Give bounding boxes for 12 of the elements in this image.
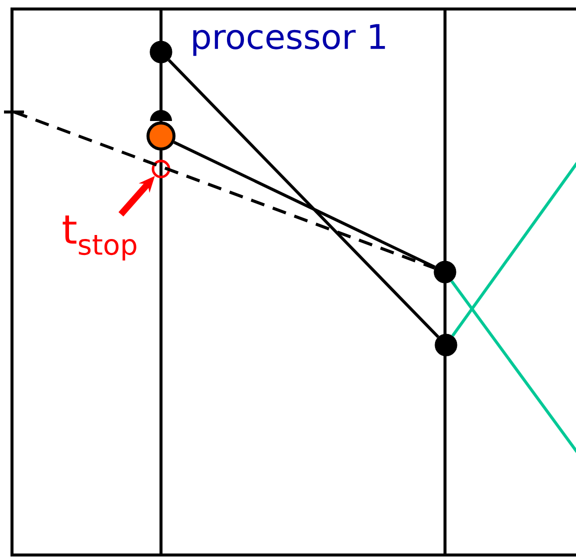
rollback-dot [146, 122, 176, 150]
message-line [451, 162, 576, 337]
processor-label: processor 1 [193, 24, 385, 56]
message-line [450, 280, 576, 453]
dashed-line [13, 110, 435, 270]
stop-marker [152, 160, 170, 178]
stop-time-label: t$_{stop}$ [62, 216, 136, 260]
message-line [173, 140, 436, 268]
message-line [168, 59, 440, 338]
event-dot [150, 40, 172, 64]
event-dot [434, 334, 458, 356]
event-dot [434, 260, 456, 284]
